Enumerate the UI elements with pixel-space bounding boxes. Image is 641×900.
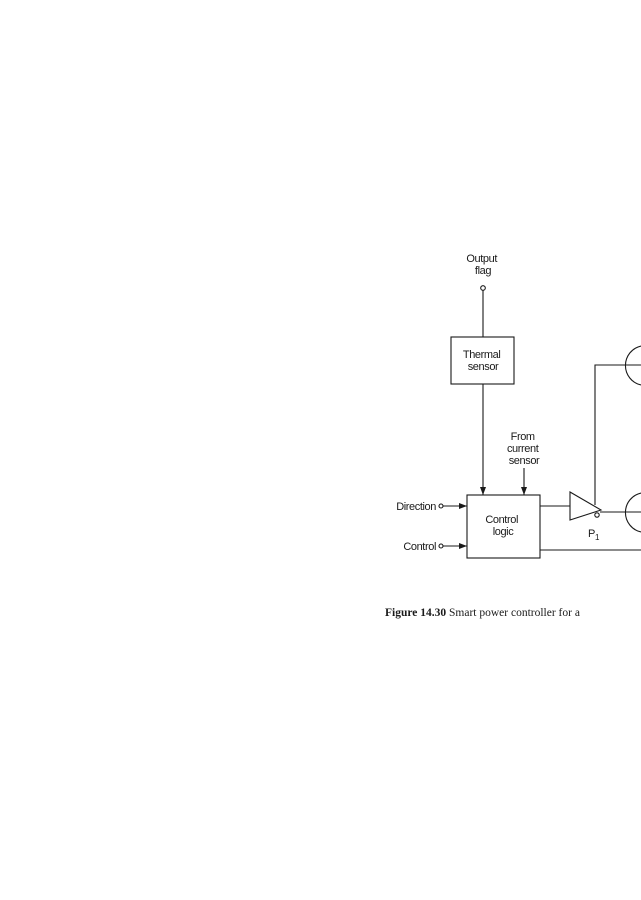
buffer-label-letter: P xyxy=(588,528,595,540)
caption-text: Smart power controller for a xyxy=(446,607,580,619)
current-sensor-line-2: current xyxy=(507,443,539,455)
thermal-sensor-line-2: sensor xyxy=(468,361,499,373)
direction-label: Direction xyxy=(396,501,436,513)
output-flag-label: Output flag xyxy=(466,253,499,277)
figure-caption: Figure 14.30 Smart power controller for … xyxy=(385,607,580,619)
control-logic-block xyxy=(466,494,541,559)
output-flag-line-2: flag xyxy=(475,265,491,277)
control-logic-label: Control logic xyxy=(485,514,520,538)
thermal-sensor-line-1: Thermal xyxy=(463,349,501,361)
buffer-label-subscript: 1 xyxy=(595,533,600,542)
thermal-sensor-label: Thermal sensor xyxy=(463,349,503,373)
buffer-inversion-bubble xyxy=(594,512,600,518)
control-logic-line-2: logic xyxy=(493,526,515,538)
output-flag-line-1: Output xyxy=(466,253,497,265)
buffer-p1-triangle xyxy=(569,491,603,521)
buffer-p1-label: P1 xyxy=(588,528,600,542)
control-terminal xyxy=(438,543,444,549)
current-sensor-line-3: sensor xyxy=(509,455,540,467)
current-sensor-label: From current sensor xyxy=(507,431,541,467)
output-flag-terminal xyxy=(480,285,486,291)
figure-number: Figure 14.30 xyxy=(385,607,446,619)
right-device-upper xyxy=(624,345,641,386)
control-label: Control xyxy=(403,541,436,553)
right-device-lower xyxy=(624,492,641,533)
wire-upper-path xyxy=(594,364,641,505)
control-logic-line-1: Control xyxy=(485,514,518,526)
current-sensor-line-1: From xyxy=(511,431,535,443)
direction-terminal xyxy=(438,503,444,509)
